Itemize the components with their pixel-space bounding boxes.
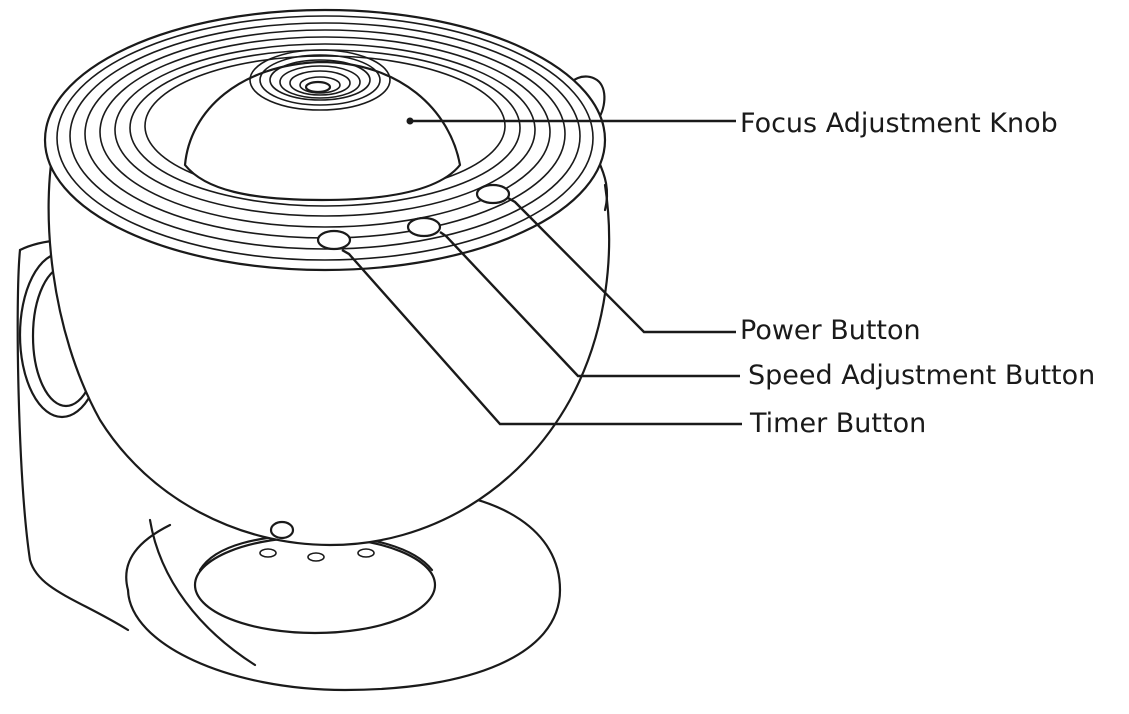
leader-lines bbox=[341, 119, 742, 426]
focus-adjustment-knob-label: Focus Adjustment Knob bbox=[740, 108, 1058, 139]
projector-base bbox=[125, 488, 562, 692]
leader-timer bbox=[341, 248, 742, 426]
power-button-shape bbox=[475, 183, 511, 205]
focus-dome bbox=[183, 49, 462, 202]
leader-power bbox=[507, 196, 736, 334]
power-button-label: Power Button bbox=[740, 315, 921, 346]
speed-button-shape bbox=[406, 216, 442, 238]
buttons bbox=[316, 183, 511, 251]
leader-speed bbox=[439, 231, 740, 378]
timer-button-label: Timer Button bbox=[750, 408, 927, 439]
timer-button-shape bbox=[316, 229, 352, 251]
speed-adjustment-button-label: Speed Adjustment Button bbox=[748, 360, 1096, 391]
